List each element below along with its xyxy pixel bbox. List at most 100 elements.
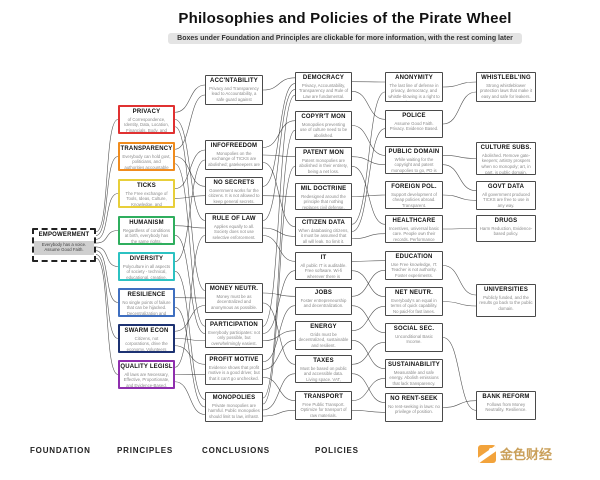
node-title: RULE OF LAW bbox=[212, 216, 256, 222]
jinse-logo-text: 金色财经 bbox=[500, 447, 553, 462]
node-title: BANK REFORM bbox=[482, 394, 530, 400]
node-title: ENERGY bbox=[310, 324, 337, 330]
edge-money-neutr-jobs bbox=[262, 292, 296, 297]
node-title: ACC'NTABILITY bbox=[210, 78, 258, 84]
node-desc: No rent-seeking in laws: no privilege of… bbox=[388, 403, 440, 415]
node-desc: Everybody has a voice. Assume Good Faith… bbox=[34, 240, 94, 256]
edge-transparency-accntability bbox=[174, 94, 206, 150]
edge-taxes-no-rent-seek bbox=[351, 373, 386, 403]
node-desc: All laws are Necessary, Effective, Propo… bbox=[123, 371, 170, 389]
edge-rule-of-law-citizen-data bbox=[262, 227, 296, 237]
node-desc: Assume Good Faith. Privacy. Evidence Bas… bbox=[389, 120, 439, 132]
node-desc: Privacy, Accountability, Transparency an… bbox=[298, 82, 349, 100]
edge-jobs-social-sec bbox=[351, 305, 386, 333]
node-title: DRUGS bbox=[494, 218, 518, 224]
jinse-logo-icon bbox=[478, 444, 496, 463]
node-desc: Private monopolies are harmful. Public m… bbox=[208, 402, 260, 420]
edge-healthcare-drugs bbox=[442, 228, 477, 230]
node-title: CULTURE SUBS. bbox=[480, 145, 532, 151]
node-title: INFOFREEDOM bbox=[210, 143, 258, 149]
node-title: SOCIAL SEC. bbox=[393, 326, 435, 332]
edge-quality-legisl-monopolies bbox=[174, 381, 206, 415]
node-title: NO RENT-SEEK bbox=[390, 396, 438, 402]
node-title: NET NEUTR. bbox=[395, 290, 433, 296]
node-desc: Regardless of conditions at birth, every… bbox=[122, 227, 171, 245]
edge-participation-energy bbox=[262, 330, 296, 342]
edge-monopolies-patent-mon bbox=[262, 166, 296, 405]
page-subtitle: Boxes under Foundation and Principles ar… bbox=[168, 33, 522, 44]
node-title: POLICE bbox=[402, 113, 426, 119]
column-label-principles: PRINCIPLES bbox=[117, 446, 174, 455]
node-title: ANONYMITY bbox=[395, 75, 433, 81]
node-title: TRANSPORT bbox=[303, 394, 344, 400]
edge-quality-legisl-rule-of-law bbox=[174, 235, 206, 368]
node-desc: Patent monopolies are abolished in their… bbox=[299, 157, 348, 175]
edge-anonymity-whistleblowing bbox=[442, 81, 477, 88]
edge-citizen-data-healthcare bbox=[351, 233, 386, 240]
node-desc: The last line of defense in privacy, dem… bbox=[388, 82, 440, 101]
node-title: PATENT MON bbox=[303, 150, 344, 156]
node-title: QUALITY LEGISL bbox=[120, 364, 173, 370]
edge-education-universities bbox=[442, 265, 477, 296]
edge-ticks-infofreedom bbox=[174, 149, 206, 189]
node-desc: Monopolies preventing use of culture nee… bbox=[299, 121, 348, 139]
edge-accntability-democracy bbox=[262, 77, 296, 91]
edge-transparency-no-secrets bbox=[174, 156, 206, 187]
column-label-foundation: FOUNDATION bbox=[30, 446, 91, 455]
node-empowerment[interactable]: EMPOWERMENT Everybody has a voice. Assume… bbox=[32, 228, 96, 262]
node-desc: Support development of cheap policies ab… bbox=[391, 191, 437, 209]
node-desc: Unconditional Basic Income. bbox=[395, 333, 433, 345]
node-desc: Publicly funded, and the results go back… bbox=[479, 294, 533, 312]
node-social-sec: SOCIAL SEC.Unconditional Basic Income. bbox=[385, 323, 443, 352]
edge-energy-sustainability bbox=[351, 340, 386, 369]
node-title: WHISTLEBL'ING bbox=[481, 75, 531, 81]
node-desc: Privacy and Transparency lead to Account… bbox=[209, 85, 259, 104]
node-money-neutr: MONEY NEUTR.Money must be as decentraliz… bbox=[205, 283, 263, 313]
edge-citizen-data-police bbox=[351, 128, 386, 232]
edge-energy-net-neutr bbox=[351, 306, 386, 331]
edge-monopolies-copyrt-mon bbox=[262, 130, 296, 399]
edge-swarm-econ-participation bbox=[174, 338, 206, 342]
node-title: MIL DOCTRINE bbox=[300, 186, 347, 192]
node-desc: Strong whistleblower protection laws tha… bbox=[479, 82, 533, 100]
edge-rule-of-law-it bbox=[262, 235, 296, 262]
edge-empowerment-ticks bbox=[95, 193, 119, 240]
edge-public-domain-govt-data bbox=[442, 164, 477, 191]
node-desc: Everybody can hold govt, politicians, an… bbox=[122, 153, 171, 171]
node-title: SUSTAINABILITY bbox=[387, 362, 441, 368]
edge-humanism-participation bbox=[174, 235, 206, 334]
node-title: NO SECRETS bbox=[213, 180, 255, 186]
edge-citizen-data-anonymity bbox=[351, 91, 386, 225]
node-title: EMPOWERMENT bbox=[38, 232, 90, 238]
node-title: HEALTHCARE bbox=[392, 218, 436, 224]
node-title: IT bbox=[320, 255, 327, 261]
node-desc: Use Free knowledge, IT. Teacher is not a… bbox=[390, 261, 438, 279]
node-title: PROFIT MOTIVE bbox=[209, 357, 259, 363]
logo-bar-shape bbox=[478, 444, 496, 463]
node-title: SWARM ECON bbox=[124, 328, 169, 334]
edge-diversity-infofreedom bbox=[174, 159, 206, 262]
edge-police-whistleblowing bbox=[442, 91, 477, 125]
